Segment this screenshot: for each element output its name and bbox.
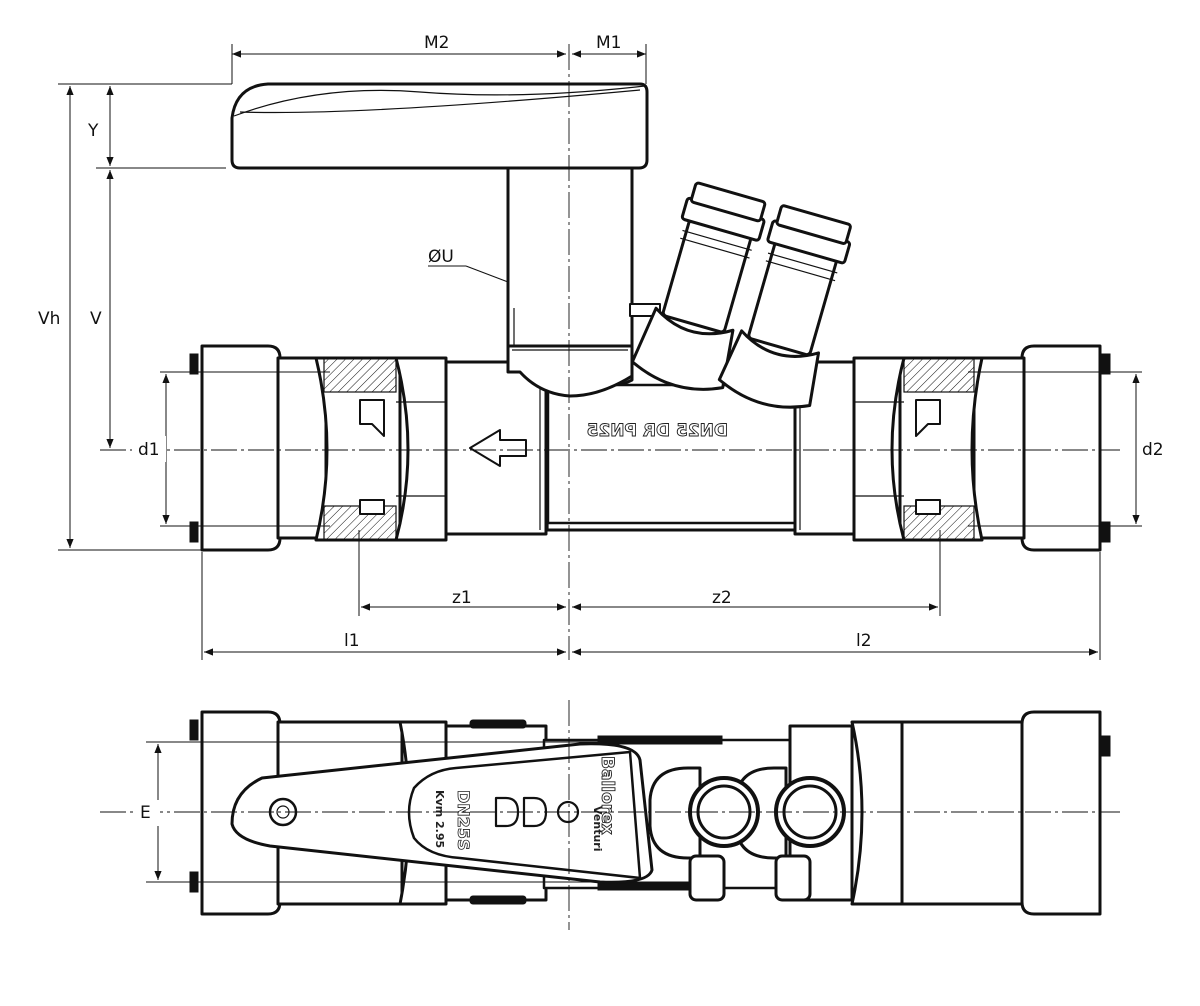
dim-label-e: E: [140, 803, 151, 823]
dim-label-d1: d1: [138, 440, 160, 460]
handle-size-marking: DN25S: [454, 790, 473, 850]
dim-label-l2: l2: [856, 631, 872, 651]
top-view: DN25S Kvm 2.95 Ballorex Venturi E: [100, 700, 1120, 930]
handle-model-marking: Venturi: [591, 806, 604, 852]
top-right-coupling: [1020, 710, 1102, 916]
left-coupling: [189, 344, 448, 552]
handle-kvm-marking: Kvm 2.95: [433, 790, 446, 848]
handle-brand-marking: Ballorex: [597, 756, 617, 835]
measurement-port-left: [630, 181, 767, 391]
measurement-port-right: [717, 204, 852, 409]
valve-handle-plan: [230, 742, 654, 884]
dim-label-y: Y: [87, 121, 99, 141]
valve-handle-top: [230, 82, 649, 170]
valve-body: [444, 344, 857, 536]
dim-label-z2: z2: [712, 588, 732, 608]
dim-label-v: V: [90, 309, 102, 329]
dim-label-diameter-u: ØU: [428, 247, 454, 267]
valve-stem: [506, 166, 661, 352]
dim-label-d2: d2: [1142, 440, 1164, 460]
body-marking-text: DN25 DR PN25: [587, 421, 728, 441]
dim-label-vh: Vh: [38, 309, 60, 329]
dim-label-z1: z1: [452, 588, 472, 608]
dim-label-m1: M1: [596, 33, 621, 53]
dim-label-m2: M2: [424, 33, 449, 53]
dim-label-l1: l1: [344, 631, 360, 651]
front-view: DN25 DR PN25: [38, 33, 1172, 660]
flow-direction-arrow-icon: [469, 429, 527, 467]
right-coupling: [852, 344, 1111, 552]
